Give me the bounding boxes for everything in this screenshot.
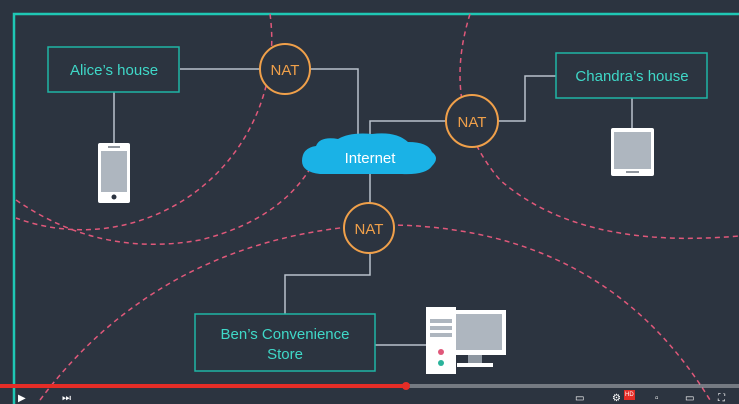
video-progress-handle[interactable] <box>402 382 411 390</box>
nat-ben-label: NAT <box>355 221 384 238</box>
video-progress-played <box>0 384 407 388</box>
alice-zone-boundary-lower <box>15 149 321 245</box>
ben-store-box <box>194 313 376 372</box>
chandra-house-label: Chandra’s house <box>575 68 688 85</box>
video-controls: ▶ ⏭ ▭ ⚙ HD ▫ ▭ ⛶ <box>0 388 739 404</box>
video-progress-bar[interactable] <box>0 382 739 390</box>
nat-alice-label: NAT <box>271 62 300 79</box>
subtitles-icon[interactable]: ▭ <box>575 393 585 404</box>
desktop-computer-icon <box>426 307 506 374</box>
nat-ben: NAT <box>343 202 395 254</box>
smartphone-icon <box>98 143 130 203</box>
settings-icon[interactable]: ⚙ <box>612 393 621 404</box>
ben-store-label-line1: Ben’s Convenience <box>221 326 350 343</box>
alice-house-box <box>47 46 180 93</box>
theater-mode-icon[interactable]: ▭ <box>685 393 695 404</box>
tablet-icon <box>611 128 654 176</box>
nat-chandra-label: NAT <box>458 114 487 131</box>
miniplayer-icon[interactable]: ▫ <box>655 393 659 404</box>
fullscreen-icon[interactable]: ⛶ <box>718 393 725 404</box>
chandra-house-box <box>555 52 708 99</box>
internet-cloud: Internet <box>302 133 436 175</box>
ben-store-label-line2: Store <box>267 346 303 363</box>
internet-label: Internet <box>345 150 397 167</box>
chandra-zone-boundary <box>459 13 739 240</box>
nat-chandra: NAT <box>445 94 499 148</box>
diagram-frame <box>12 12 739 404</box>
next-icon[interactable]: ⏭ <box>62 393 71 404</box>
play-icon[interactable]: ▶ <box>18 393 26 404</box>
alice-house-label: Alice’s house <box>70 62 158 79</box>
connection-wires <box>113 68 633 346</box>
hd-badge: HD <box>624 390 635 400</box>
nat-alice: NAT <box>259 43 311 95</box>
